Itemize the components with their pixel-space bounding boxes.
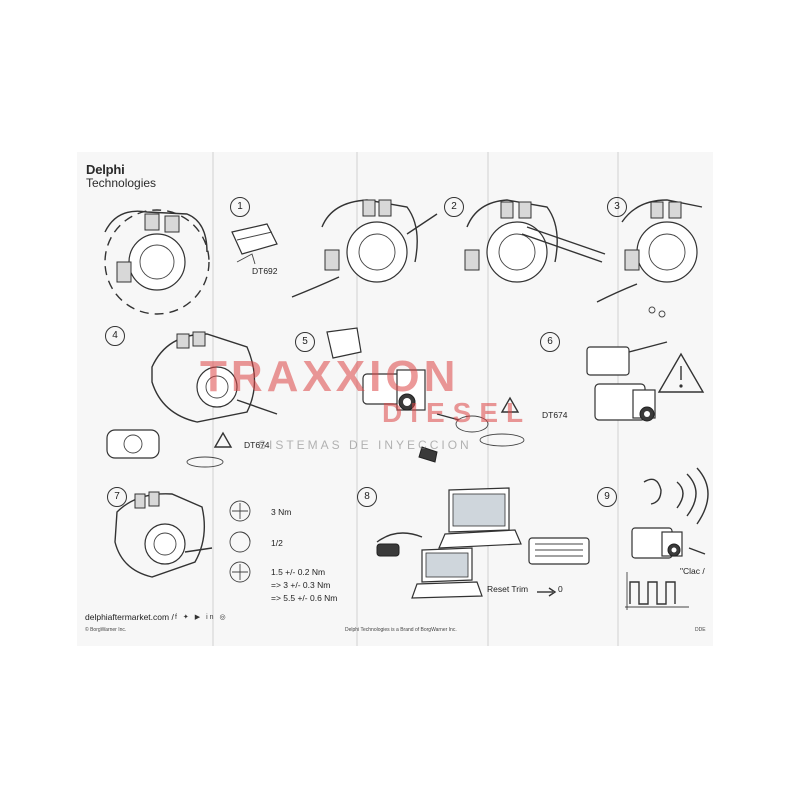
footer-copyright: © BorgWarner Inc.	[85, 627, 127, 633]
step-number: 5	[295, 332, 315, 352]
footer-brand-note: Delphi Technologies is a Brand of BorgWa…	[345, 627, 457, 633]
facebook-icon[interactable]: f	[175, 614, 179, 621]
sound-waves-icon	[676, 467, 709, 525]
tool-label: DT674	[542, 410, 568, 420]
brand-name: Delphi	[86, 162, 125, 177]
watermark-text: TRAXXION	[200, 352, 460, 401]
step-number: 2	[444, 197, 464, 217]
valve-part-illustration	[586, 341, 668, 422]
recycle-triangle-icon	[213, 431, 233, 448]
step-number: 9	[597, 487, 617, 507]
watermark-text: DIESEL	[382, 397, 532, 428]
valve-removal-illustration	[326, 327, 525, 463]
footer-code: DDE	[695, 627, 706, 633]
pump-illustration	[291, 199, 438, 298]
torque-value: => 3 +/- 0.3 Nm	[271, 580, 331, 590]
footer-url[interactable]: delphiaftermarket.com /	[85, 612, 174, 622]
instagram-icon[interactable]: ◎	[219, 614, 228, 621]
torque-value: 3 Nm	[271, 507, 292, 517]
tool-label: DT674	[244, 440, 270, 450]
torque-sequence-icons	[229, 500, 251, 583]
torque-value: => 5.5 +/- 0.6 Nm	[271, 593, 338, 603]
pump-with-valve-illustration	[106, 331, 278, 468]
step-number: 6	[540, 332, 560, 352]
diagnostic-laptop-illustration	[376, 487, 590, 599]
sound-label: "Clac /	[680, 566, 705, 576]
sensor-illustration	[231, 223, 278, 265]
arrow-right-icon	[537, 587, 557, 597]
watermark-subtitle: SISTEMAS DE INYECCION	[258, 438, 472, 452]
pump-illustration	[464, 199, 606, 283]
step-number: 8	[357, 487, 377, 507]
torque-angle: 1/2	[271, 538, 283, 548]
recycle-triangle-icon	[500, 396, 520, 413]
torque-value: 1.5 +/- 0.2 Nm	[271, 567, 326, 577]
ear-icon	[643, 478, 662, 505]
fold-line	[487, 152, 489, 646]
pump-illustration	[114, 491, 213, 578]
social-icons: f ✦ ▶ in ◎	[175, 613, 228, 621]
twitter-icon[interactable]: ✦	[182, 614, 191, 621]
square-wave-signal-icon	[625, 572, 689, 610]
illustrations	[104, 199, 709, 610]
linkedin-icon[interactable]: in	[206, 614, 216, 621]
pump-illustration	[104, 209, 210, 315]
instruction-sheet: Delphi Technologies 1 2 3 4 5 6 7 8 9 DT…	[77, 152, 713, 646]
youtube-icon[interactable]: ▶	[194, 614, 203, 621]
fold-line	[356, 152, 358, 646]
pump-illustration	[596, 199, 703, 318]
tool-label: DT692	[252, 266, 278, 276]
step-number: 4	[105, 326, 125, 346]
step-number: 1	[230, 197, 250, 217]
warning-triangle-icon	[657, 352, 705, 393]
valve-part-illustration	[631, 527, 706, 559]
reset-trim-value: 0	[558, 584, 563, 594]
reset-trim-label: Reset Trim	[487, 584, 529, 594]
step-number: 7	[107, 487, 127, 507]
step-number: 3	[607, 197, 627, 217]
brand-subtitle: Technologies	[86, 176, 157, 190]
